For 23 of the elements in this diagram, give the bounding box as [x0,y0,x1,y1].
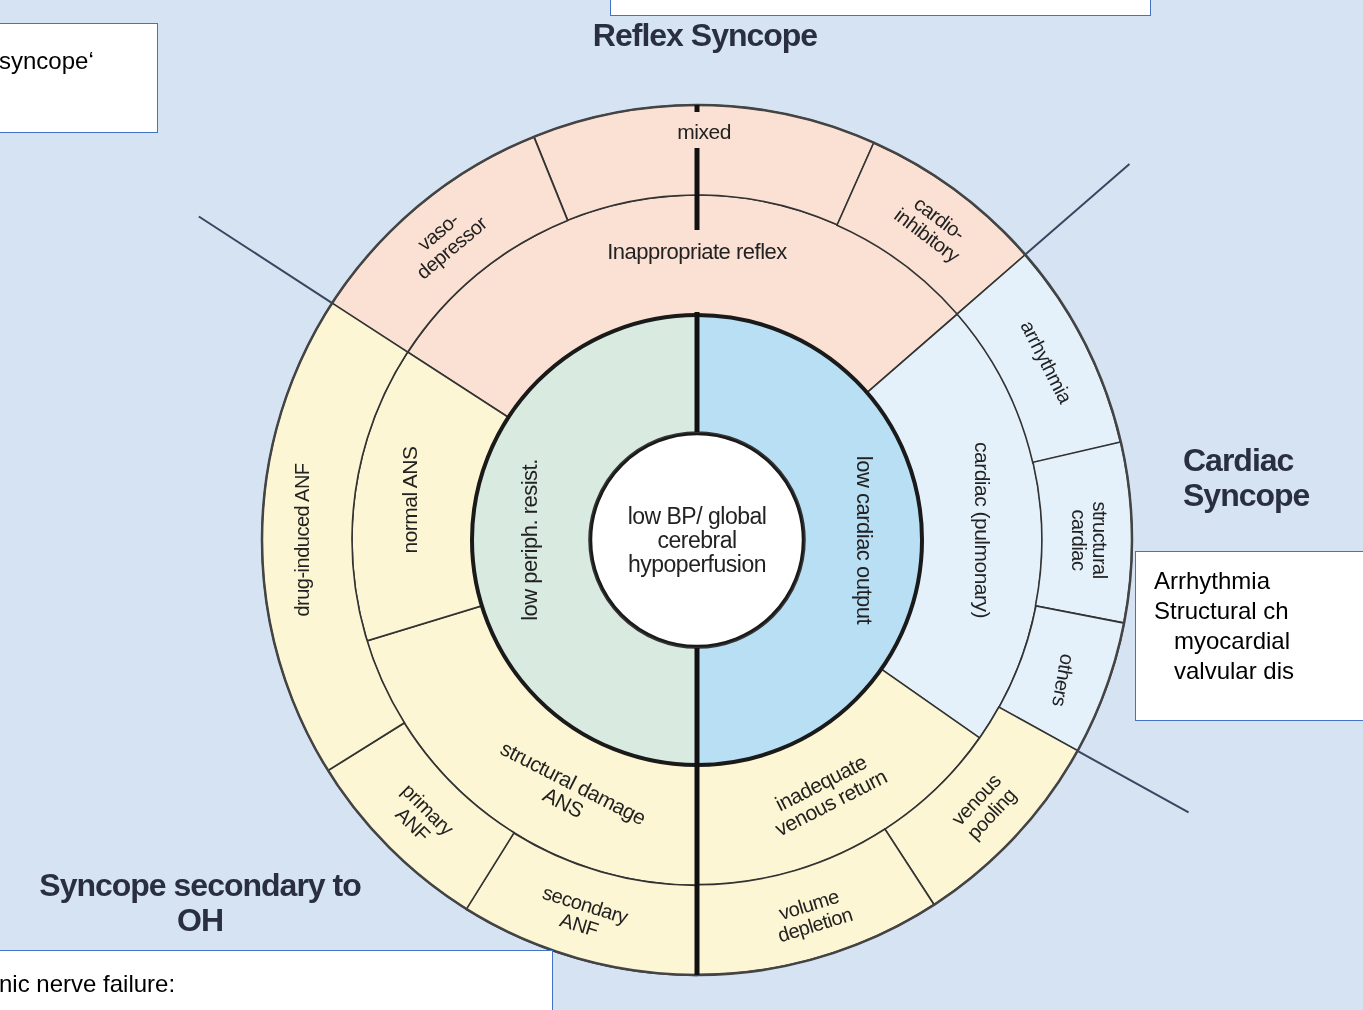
section-heading: Reflex Syncope [591,18,819,54]
box-text: myocardial [1174,626,1291,656]
segment-label: cardiac (pulmonary) [970,442,993,619]
section-heading: Syncope secondary to OH [38,868,362,939]
box-text: valvular dis [1174,656,1295,686]
box-text: syncope‘ [0,46,94,76]
box-text: Structural ch [1154,596,1289,626]
segment-label: Inappropriate reflex [607,240,787,264]
section-heading: Cardiac Syncope [1183,443,1311,514]
text-box [0,23,158,133]
segment-label: normal ANS [398,446,421,554]
box-text: nic nerve failure: [0,969,176,999]
segment-label: mixed [677,121,731,144]
segment-label: others [1048,652,1078,709]
text-box [1135,551,1363,721]
segment-label: low periph. resist. [518,459,542,621]
segment-label: structural cardiac [1068,500,1110,581]
box-text: Arrhythmia [1154,566,1271,596]
text-box [0,950,553,1010]
segment-label: low BP/ global cerebral hypoperfusion [626,503,768,577]
segment-label: drug-induced ANF [291,463,313,617]
segment-label: volume depletion [773,883,856,949]
segment-label: low cardiac output [852,455,876,625]
